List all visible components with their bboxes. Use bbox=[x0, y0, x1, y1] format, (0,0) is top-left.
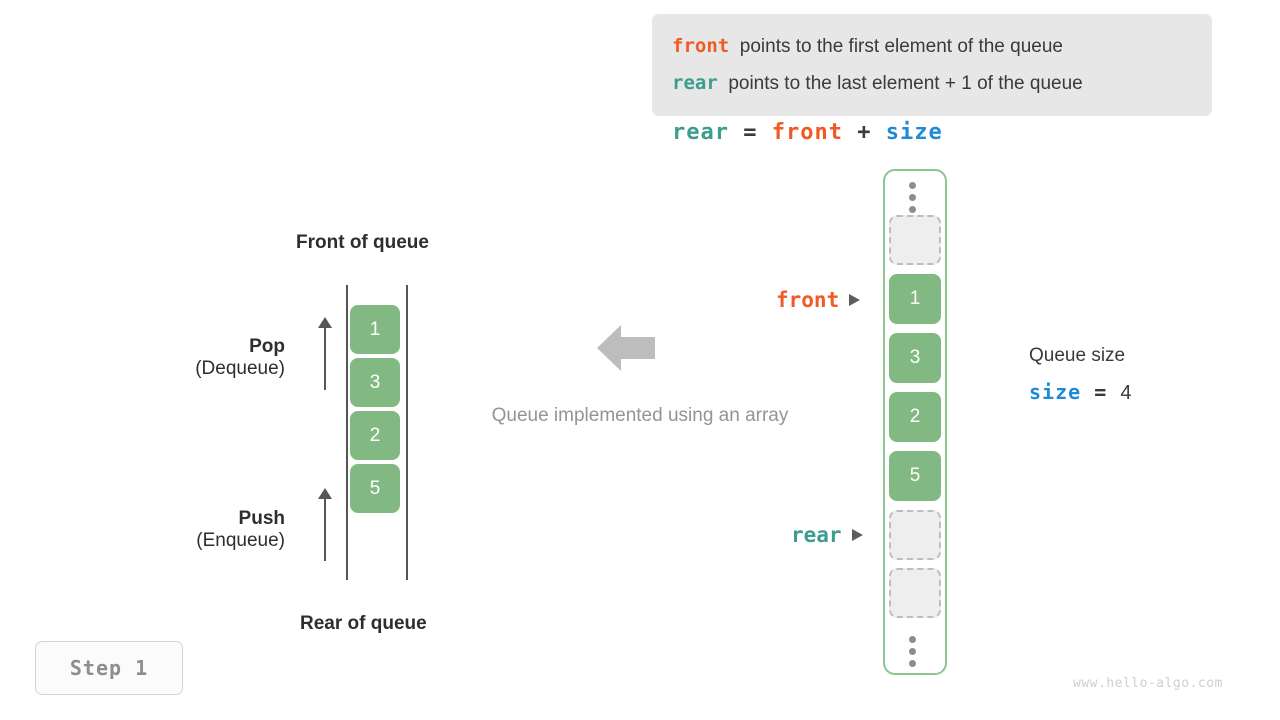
array-slot-filled: 5 bbox=[889, 451, 941, 501]
step-badge-label: Step 1 bbox=[69, 656, 149, 680]
front-pointer-label: front bbox=[776, 288, 840, 312]
formula-lhs: rear bbox=[672, 120, 729, 145]
array-slot-filled: 3 bbox=[889, 333, 941, 383]
pop-title: Pop bbox=[249, 336, 285, 357]
array-slot-empty bbox=[889, 215, 941, 265]
push-arrow-head-icon bbox=[318, 488, 332, 499]
rear-of-queue-label: Rear of queue bbox=[300, 613, 427, 634]
pop-subtitle: (Dequeue) bbox=[195, 358, 285, 379]
queue-size-value: 4 bbox=[1120, 382, 1133, 404]
queue-cell: 1 bbox=[350, 305, 400, 354]
array-slot-empty bbox=[889, 510, 941, 560]
array-bottom-ellipsis-icon bbox=[909, 636, 917, 672]
formula-equals: = bbox=[743, 120, 758, 145]
queue-rail-right bbox=[406, 285, 408, 580]
push-title: Push bbox=[238, 508, 285, 529]
queue-size-expression: size = 4 bbox=[1029, 380, 1132, 405]
queue-cell: 5 bbox=[350, 464, 400, 513]
queue-size-title: Queue size bbox=[1029, 345, 1126, 366]
front-of-queue-label: Front of queue bbox=[296, 232, 429, 253]
rear-pointer: rear bbox=[791, 523, 863, 547]
diagram-caption: Queue implemented using an array bbox=[491, 405, 789, 426]
queue-cell: 3 bbox=[350, 358, 400, 407]
note-keyword-rear: rear bbox=[672, 72, 718, 94]
array-slot-empty bbox=[889, 568, 941, 618]
push-subtitle: (Enqueue) bbox=[196, 530, 285, 551]
front-pointer-arrow-icon bbox=[849, 294, 861, 306]
formula-operand-size: size bbox=[885, 120, 943, 145]
pop-arrow-shaft bbox=[324, 328, 326, 390]
formula-rear-equals-front-plus-size: rear = front + size bbox=[672, 120, 943, 145]
formula-plus: + bbox=[857, 120, 872, 145]
queue-size-var: size bbox=[1029, 380, 1082, 404]
array-slot-filled: 1 bbox=[889, 274, 941, 324]
pop-arrow-head-icon bbox=[318, 317, 332, 328]
queue-size-equals: = bbox=[1094, 380, 1108, 404]
watermark: www.hello-algo.com bbox=[1073, 676, 1223, 691]
note-line-front: front points to the first element of the… bbox=[672, 28, 1192, 65]
pop-label-group: Pop (Dequeue) bbox=[120, 336, 285, 380]
push-arrow-shaft bbox=[324, 499, 326, 561]
rear-pointer-label: rear bbox=[791, 523, 842, 547]
queue-cell: 2 bbox=[350, 411, 400, 460]
note-text-front: points to the first element of the queue bbox=[739, 36, 1063, 57]
queue-rail-left bbox=[346, 285, 348, 580]
front-pointer: front bbox=[776, 288, 861, 312]
left-arrow-icon bbox=[597, 325, 655, 371]
formula-operand-front: front bbox=[771, 120, 843, 145]
step-badge: Step 1 bbox=[35, 641, 183, 695]
array-top-ellipsis-icon bbox=[909, 182, 917, 218]
note-banner: front points to the first element of the… bbox=[652, 14, 1212, 116]
note-text-rear: points to the last element + 1 of the qu… bbox=[728, 73, 1083, 94]
rear-pointer-arrow-icon bbox=[851, 529, 863, 541]
note-keyword-front: front bbox=[672, 35, 730, 57]
array-slot-filled: 2 bbox=[889, 392, 941, 442]
note-line-rear: rear points to the last element + 1 of t… bbox=[672, 65, 1192, 102]
push-label-group: Push (Enqueue) bbox=[120, 508, 285, 552]
